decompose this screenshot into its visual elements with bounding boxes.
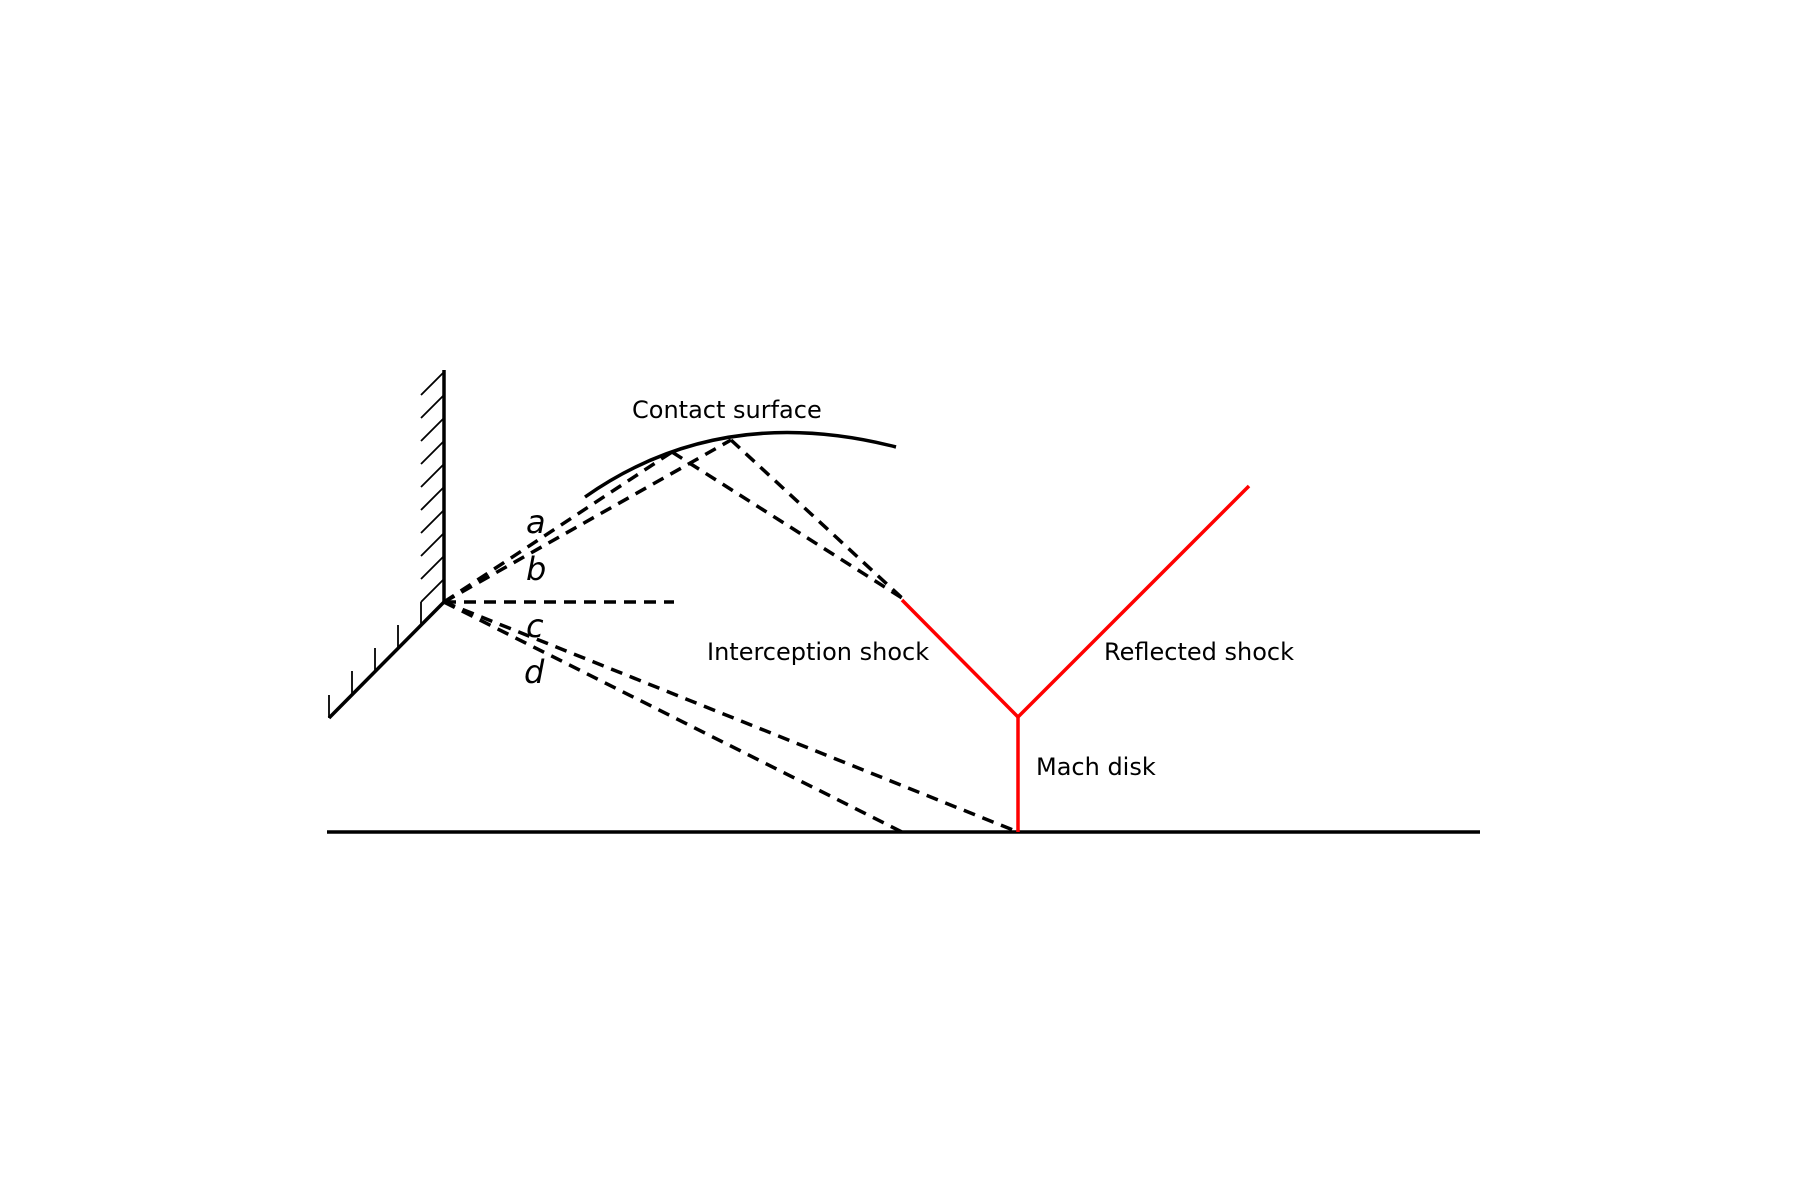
shock-system [900,484,1251,832]
contact-surface-label: Contact surface [632,396,822,424]
ray-a-label: a [526,503,546,541]
ray-d-label: d [524,653,545,691]
ray-a-line [443,450,673,604]
ray-b-line [443,438,732,604]
characteristic-rays [443,438,1019,834]
contact-surface-curve [583,430,897,499]
interception-shock-line [900,598,1020,719]
ray-c-line [443,600,1019,834]
inclined-wall [327,600,446,720]
ray-d-line [443,600,903,834]
vertical-wall-hatching [420,371,445,603]
interception-shock-label: Interception shock [707,638,929,666]
inclined-wall-hatching [328,602,422,718]
reflected-shock-line [1016,484,1251,719]
reflected-shock-label: Reflected shock [1104,638,1294,666]
ray-c-label: c [526,607,544,645]
mach-disk-label: Mach disk [1036,753,1156,781]
reflected-ray-b-line [729,438,904,600]
ray-b-label: b [526,550,546,588]
vertical-wall [420,370,446,603]
reflected-ray-a-line [671,450,903,600]
inclined-wall-line [327,600,446,720]
